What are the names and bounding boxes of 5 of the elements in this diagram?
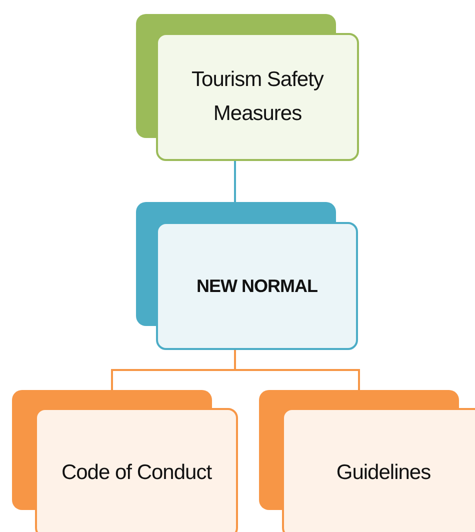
box-label: Tourism Safety Measures bbox=[190, 67, 325, 127]
box-label: NEW NORMAL bbox=[196, 274, 318, 298]
box-label: Guidelines bbox=[336, 460, 431, 486]
box-label: Code of Conduct bbox=[61, 460, 212, 486]
connector-line bbox=[234, 161, 236, 202]
